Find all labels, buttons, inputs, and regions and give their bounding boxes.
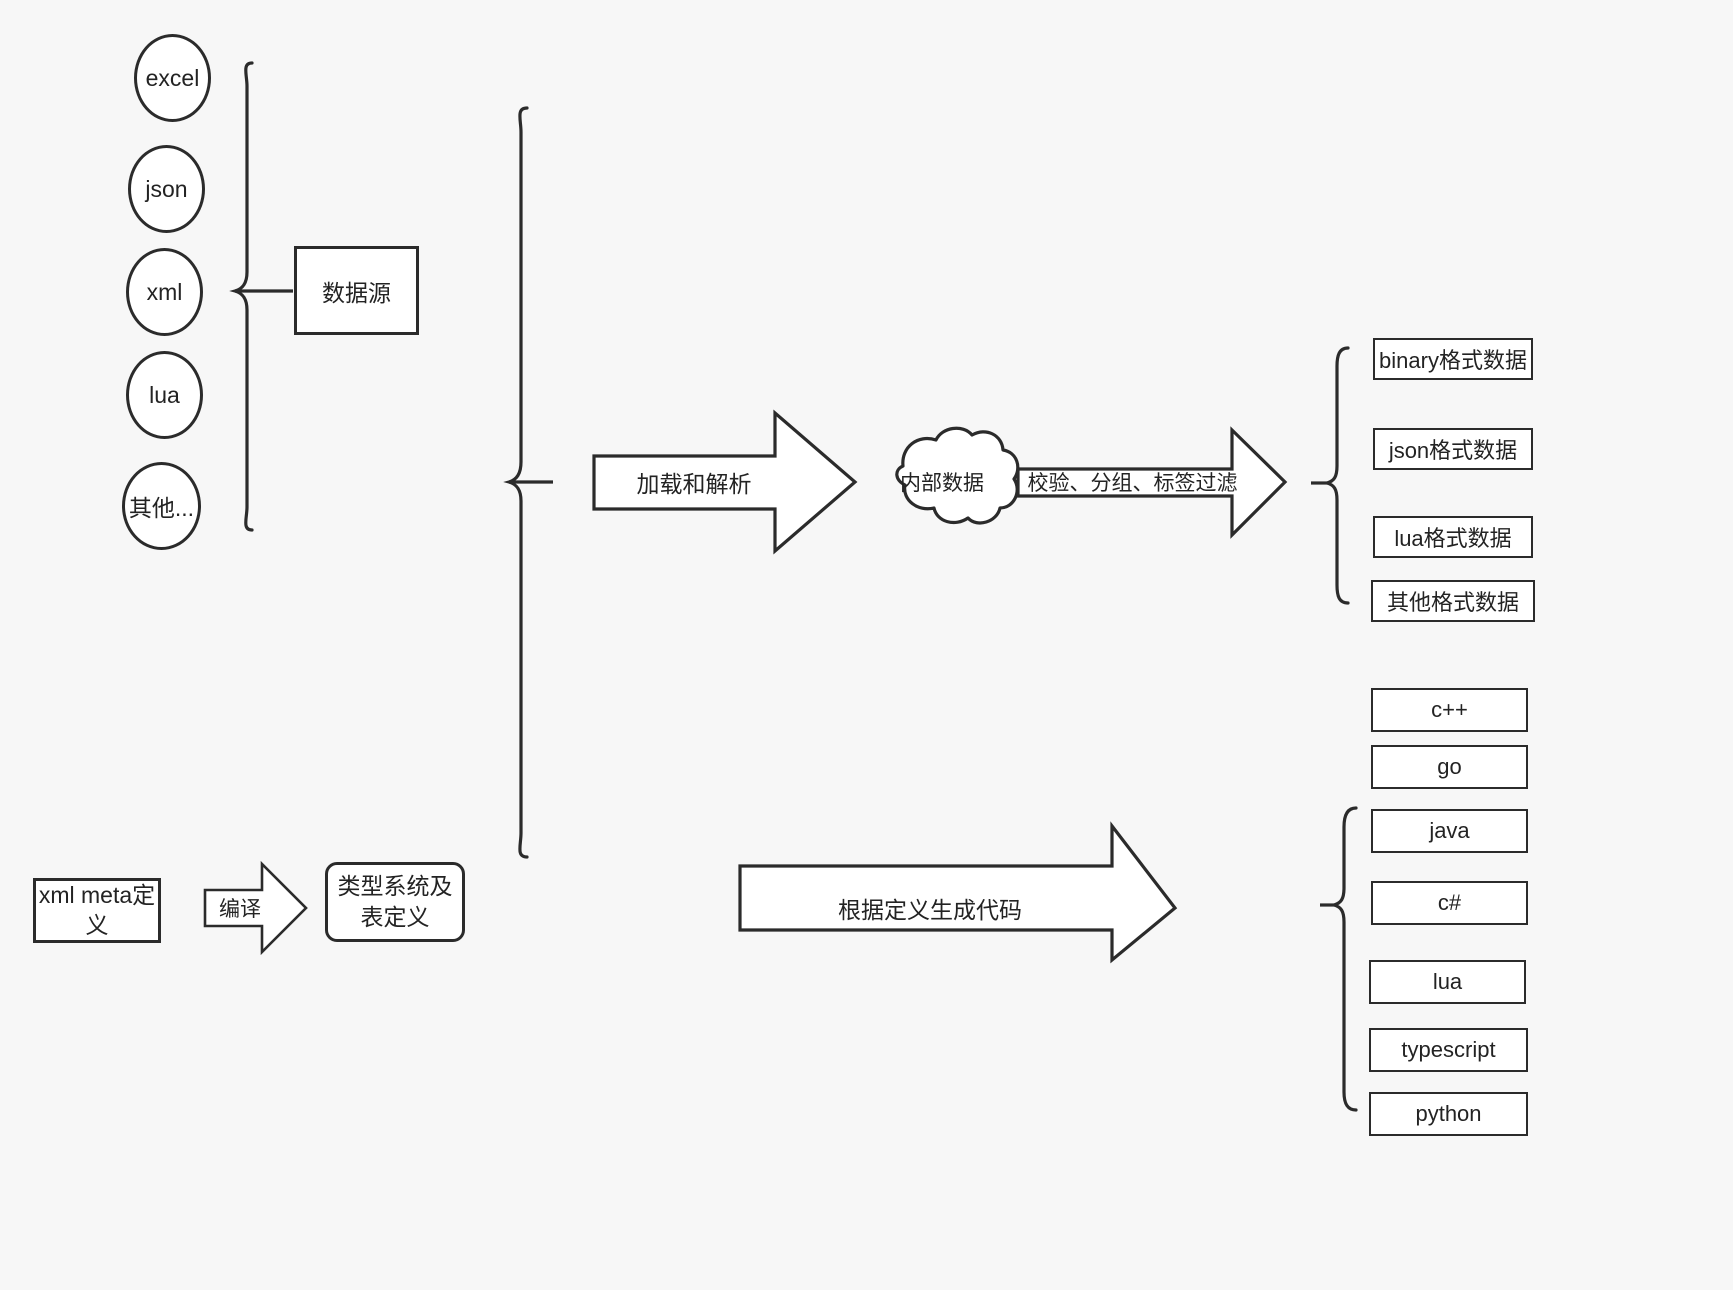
datasource-box-label: 数据源 <box>322 279 391 306</box>
output-language-cpp[interactable]: c++ <box>1371 688 1528 732</box>
cloud-internal-data <box>895 426 1020 525</box>
output-language-label: typescript <box>1401 1037 1496 1062</box>
output-language-csharp[interactable]: c# <box>1371 881 1528 925</box>
output-format-label: binary格式数据 <box>1379 348 1527 373</box>
type-system-label: 类型系统及表定义 <box>337 872 453 930</box>
output-language-label: go <box>1437 754 1462 779</box>
output-format-binary[interactable]: binary格式数据 <box>1373 338 1533 380</box>
type-system-box[interactable]: 类型系统及表定义 <box>325 862 465 942</box>
output-language-label: c# <box>1437 890 1462 915</box>
output-language-lua[interactable]: lua <box>1369 960 1526 1004</box>
output-format-label: lua格式数据 <box>1394 526 1512 551</box>
output-format-other[interactable]: 其他格式数据 <box>1371 580 1535 622</box>
source-circle-lua[interactable]: lua <box>126 351 203 439</box>
brace-languages <box>1328 806 1358 1112</box>
output-format-json[interactable]: json格式数据 <box>1373 428 1533 470</box>
source-circle-label: xml <box>146 278 183 305</box>
output-language-go[interactable]: go <box>1371 745 1528 789</box>
output-language-python[interactable]: python <box>1369 1092 1528 1136</box>
source-circle-other[interactable]: 其他... <box>122 462 201 550</box>
source-circle-label: json <box>145 175 188 202</box>
datasource-box[interactable]: 数据源 <box>294 246 419 335</box>
xml-meta-box[interactable]: xml meta定义 <box>33 878 161 943</box>
output-language-typescript[interactable]: typescript <box>1369 1028 1528 1072</box>
source-circle-label: excel <box>145 64 200 91</box>
output-format-label: 其他格式数据 <box>1386 590 1519 615</box>
brace-datasource <box>229 61 254 532</box>
xml-meta-label: xml meta定义 <box>38 881 156 938</box>
output-language-java[interactable]: java <box>1371 809 1528 853</box>
output-format-label: json格式数据 <box>1388 438 1518 463</box>
source-circle-label: lua <box>149 381 180 408</box>
brace-data-formats <box>1321 346 1350 605</box>
source-circle-json[interactable]: json <box>128 145 205 233</box>
output-language-label: python <box>1415 1101 1482 1126</box>
output-language-label: java <box>1429 818 1470 843</box>
arrow-load-parse <box>592 409 858 555</box>
source-circle-xml[interactable]: xml <box>126 248 203 336</box>
source-circle-excel[interactable]: excel <box>134 34 211 122</box>
arrow-validate-group-filter <box>1016 426 1288 539</box>
arrow-codegen <box>738 821 1178 964</box>
arrow-compile <box>203 860 308 956</box>
source-circle-label: 其他... <box>128 495 195 521</box>
output-language-label: lua <box>1432 969 1463 994</box>
output-format-lua[interactable]: lua格式数据 <box>1373 516 1533 558</box>
output-language-label: c++ <box>1431 697 1468 722</box>
